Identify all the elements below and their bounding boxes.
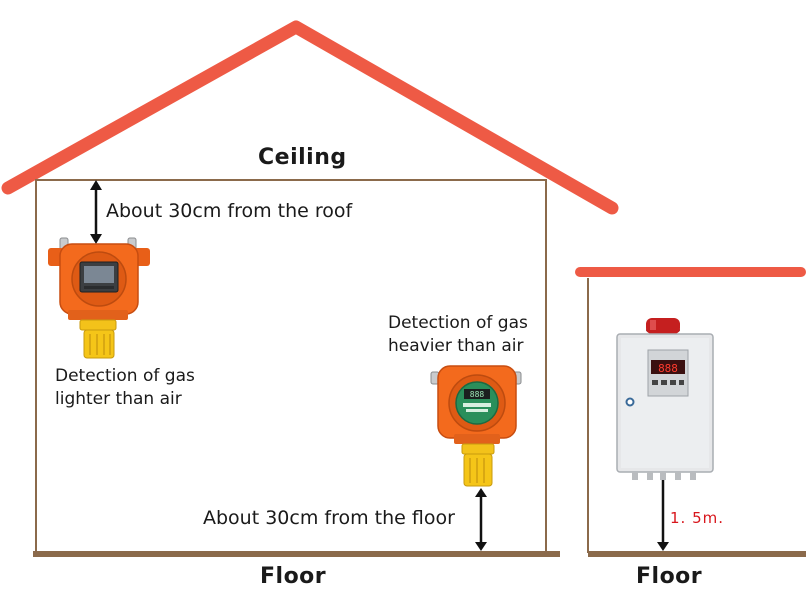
house-walls — [33, 179, 560, 557]
light-gas-line2: lighter than air — [55, 389, 182, 409]
gas-detector-right: 888 — [430, 365, 522, 487]
light-gas-note: Detection of gas lighter than air — [55, 365, 195, 411]
height-label: 1. 5m. — [670, 509, 725, 527]
heavy-gas-note: Detection of gas heavier than air — [388, 312, 528, 358]
heavy-gas-line2: heavier than air — [388, 336, 524, 356]
heavy-gas-line1: Detection of gas — [388, 313, 528, 333]
floor-label-room: Floor — [636, 564, 703, 589]
svg-text:888: 888 — [658, 362, 678, 375]
room-walls — [587, 278, 806, 557]
ceiling-label: Ceiling — [258, 145, 347, 170]
light-gas-line1: Detection of gas — [55, 366, 195, 386]
svg-text:888: 888 — [470, 390, 485, 399]
roof-distance-label: About 30cm from the roof — [106, 200, 353, 222]
height-arrow — [657, 478, 669, 551]
gas-detector-left — [48, 237, 150, 359]
roof-distance-arrow — [90, 180, 102, 244]
alarm-controller: 888 — [616, 318, 714, 480]
house-roof — [1, 20, 619, 215]
floor-distance-arrow — [475, 488, 487, 551]
floor-label-house: Floor — [260, 564, 327, 589]
floor-distance-label: About 30cm from the floor — [203, 507, 455, 529]
